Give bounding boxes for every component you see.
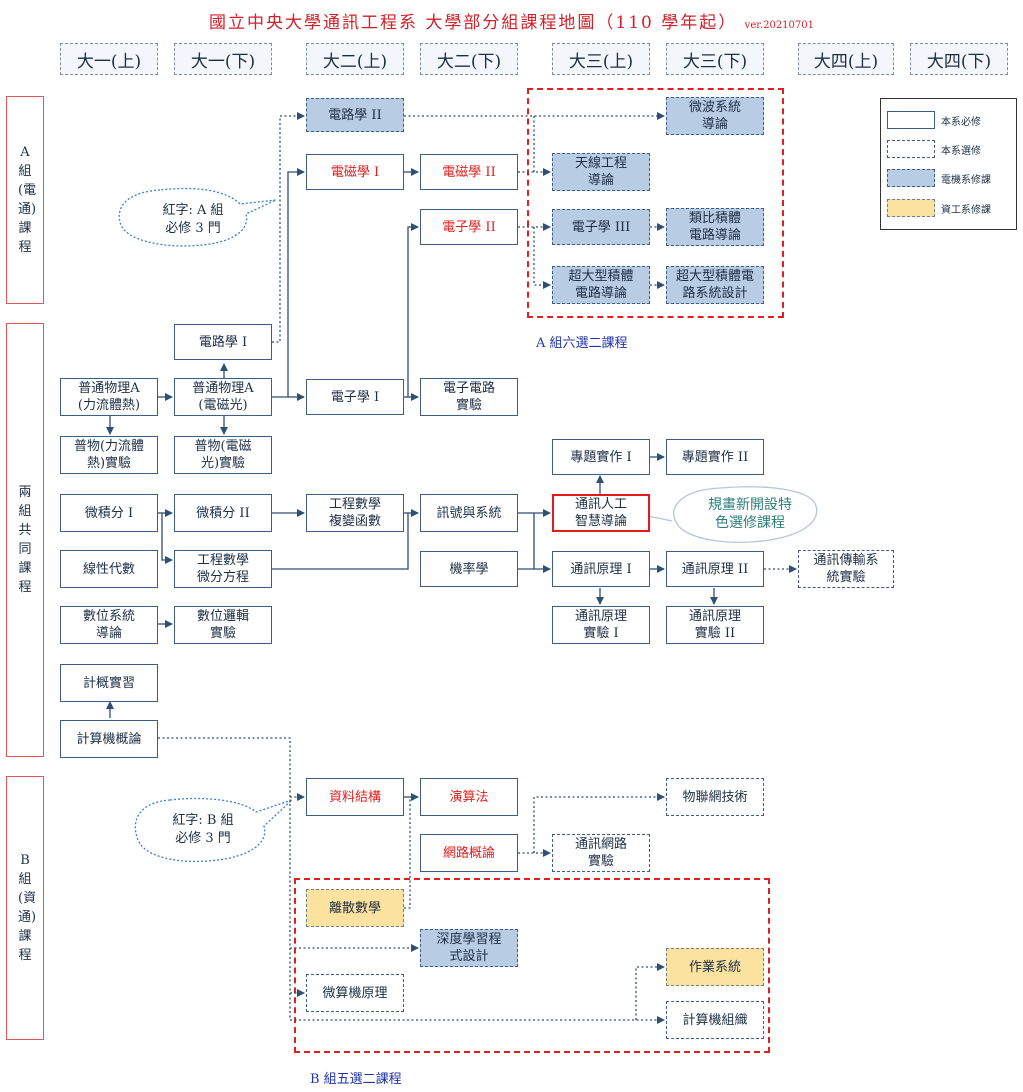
year-1-fall: 大一(上) (60, 43, 158, 75)
legend-label-elective: 本系選修 (941, 146, 981, 157)
course-em-1: 電磁學 I (306, 154, 404, 190)
course-physics-lab-1: 普物(力流體 熱)實驗 (60, 436, 158, 474)
year-4-spring: 大四(下) (910, 43, 1008, 75)
legend-swatch-elective (887, 140, 935, 158)
course-antenna: 天線工程 導論 (552, 153, 650, 191)
course-eng-math-ode: 工程數學 微分方程 (174, 550, 272, 588)
course-comm-lab-2: 通訊原理 實驗 II (666, 606, 764, 644)
course-calculus-1: 微積分 I (60, 494, 158, 532)
course-digital-systems: 數位系統 導論 (60, 606, 158, 644)
new-course-note: 規畫新開設特 色選修課程 (708, 497, 792, 531)
b-elective-caption: B 組五選二課程 (310, 1072, 402, 1087)
course-microwave: 微波系統 導論 (666, 97, 764, 135)
course-vlsi-design: 超大型積體電 路系統設計 (666, 266, 764, 304)
year-2-fall: 大二(上) (306, 43, 404, 75)
course-eng-math-complex: 工程數學 複變函數 (306, 494, 404, 532)
course-digital-logic-lab: 數位邏輯 實驗 (174, 606, 272, 644)
course-data-structures: 資料結構 (306, 778, 404, 816)
course-comm-ai: 通訊人工 智慧導論 (552, 494, 650, 532)
group-a-label: A組(電通)課程 (6, 96, 44, 304)
page-title: 國立中央大學通訊工程系 大學部分組課程地圖（110 學年起） ver.20210… (209, 13, 814, 33)
legend-swatch-ee (887, 169, 935, 187)
course-physics-a2: 普通物理A (電磁光) (174, 378, 272, 416)
b-required-note: 紅字: B 組 必修 3 門 (172, 813, 234, 846)
a-elective-frame (527, 88, 784, 318)
group-common-label: 兩組共同課程 (6, 323, 44, 757)
year-3-spring: 大三(下) (666, 43, 764, 75)
course-microprocessor: 微算機原理 (306, 974, 404, 1012)
course-network-lab: 通訊網路 實驗 (552, 834, 650, 872)
version-label: ver.20210701 (744, 20, 814, 31)
course-comm-transmission-lab: 通訊傳輸系 統實驗 (798, 550, 894, 588)
course-comm-principles-2: 通訊原理 II (666, 551, 764, 587)
course-signals-systems: 訊號與系統 (420, 494, 518, 532)
legend-label-required: 本系必修 (941, 117, 981, 128)
course-iot: 物聯網技術 (666, 778, 764, 816)
course-physics-a1: 普通物理A (力流體熱) (60, 378, 158, 416)
legend-label-cs: 資工系修課 (941, 205, 991, 216)
a-elective-caption: A 組六選二課程 (536, 336, 628, 351)
course-operating-systems: 作業系統 (666, 948, 764, 986)
year-2-spring: 大二(下) (420, 43, 518, 75)
course-analog-ic: 類比積體 電路導論 (666, 208, 764, 246)
course-programming-lab: 計概實習 (60, 664, 158, 702)
course-intro-computer-science: 計算機概論 (60, 720, 158, 758)
course-discrete-math: 離散數學 (306, 889, 404, 927)
course-deep-learning: 深度學習程 式設計 (420, 929, 518, 967)
course-elec-1: 電子學 I (306, 379, 404, 415)
course-elec-2: 電子學 II (420, 209, 518, 245)
course-comm-lab-1: 通訊原理 實驗 I (552, 606, 650, 644)
course-algorithms: 演算法 (420, 778, 518, 816)
course-elec-lab: 電子電路 實驗 (420, 378, 518, 416)
year-1-spring: 大一(下) (174, 43, 272, 75)
b-elective-frame (294, 878, 770, 1053)
legend-label-ee: 電機系修課 (941, 175, 991, 186)
year-4-fall: 大四(上) (798, 43, 894, 75)
a-required-note: 紅字: A 組 必修 3 門 (162, 203, 224, 236)
course-vlsi: 超大型積體 電路導論 (552, 266, 650, 304)
course-calculus-2: 微積分 II (174, 494, 272, 532)
course-circuit-1: 電路學 I (174, 324, 272, 360)
legend: 本系必修 本系選修 電機系修課 資工系修課 (880, 98, 1017, 230)
course-project-1: 專題實作 I (552, 439, 650, 475)
course-linear-algebra: 線性代數 (60, 550, 158, 588)
group-b-label: B組(資通)課程 (6, 776, 44, 1040)
legend-swatch-cs (887, 199, 935, 217)
year-3-fall: 大三(上) (552, 43, 650, 75)
course-probability: 機率學 (420, 551, 518, 587)
course-em-2: 電磁學 II (420, 154, 518, 190)
course-networks: 網路概論 (420, 834, 518, 872)
course-physics-lab-2: 普物(電磁 光)實驗 (174, 436, 272, 474)
course-elec-3: 電子學 III (552, 209, 650, 245)
course-comm-principles-1: 通訊原理 I (552, 551, 650, 587)
course-project-2: 專題實作 II (666, 439, 764, 475)
course-computer-organization: 計算機組織 (666, 1001, 764, 1039)
legend-swatch-required (887, 111, 935, 129)
course-circuit-2: 電路學 II (306, 98, 404, 132)
